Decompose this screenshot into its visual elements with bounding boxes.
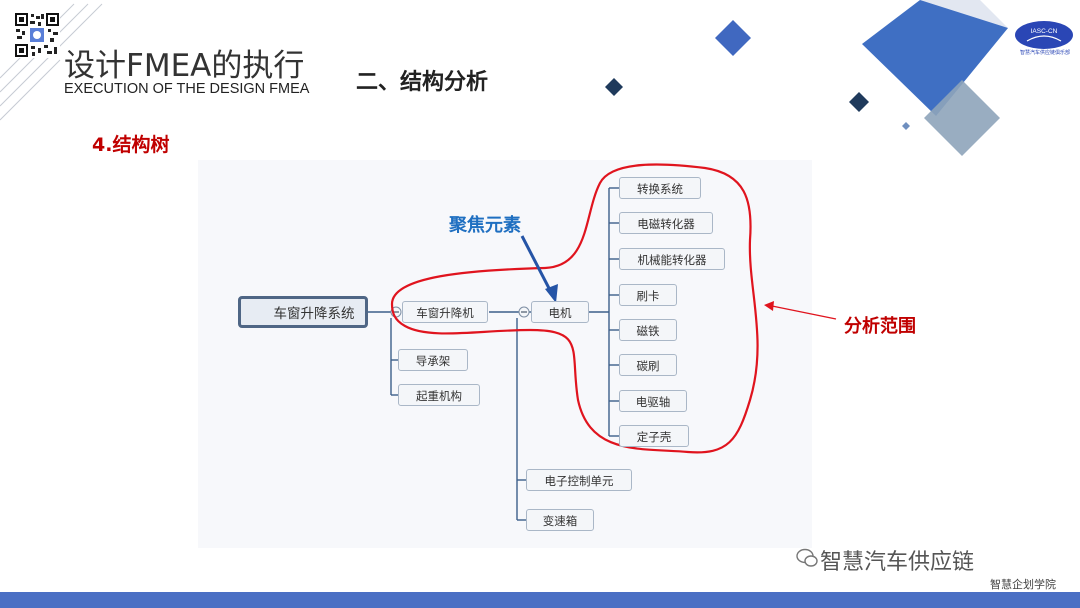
node-electromagnetic-converter: 电磁转化器 xyxy=(619,212,713,234)
qr-code xyxy=(14,12,60,58)
slide-title: 设计FMEA的执行 xyxy=(64,48,305,84)
node-guide-frame: 导承架 xyxy=(398,349,468,371)
node-window-regulator: 车窗升降机 xyxy=(402,301,488,323)
node-motor: 电机 xyxy=(531,301,589,323)
wechat-icon xyxy=(796,548,818,567)
watermark-sub: 智慧企划学院 xyxy=(990,578,1056,591)
root-node: 车窗升降系统 xyxy=(238,296,368,328)
focus-element-label: 聚焦元素 xyxy=(449,215,521,236)
analysis-scope-label: 分析范围 xyxy=(844,316,916,337)
bottom-bar xyxy=(0,592,1080,608)
node-brush-card: 刷卡 xyxy=(619,284,677,306)
watermark-main: 智慧汽车供应链 xyxy=(820,550,975,575)
node-gearbox: 变速箱 xyxy=(526,509,594,531)
section-heading: 二、结构分析 xyxy=(356,70,489,95)
node-stator-housing: 定子壳 xyxy=(619,425,689,447)
slide-subtitle: EXECUTION OF THE DESIGN FMEA xyxy=(64,81,310,97)
node-ecu: 电子控制单元 xyxy=(526,469,632,491)
node-lifting-mechanism: 起重机构 xyxy=(398,384,480,406)
node-magnet: 磁铁 xyxy=(619,319,677,341)
iasc-logo: IASC-CN xyxy=(1015,21,1073,49)
subsection-heading: 4.结构树 xyxy=(92,134,170,156)
node-carbon-brush: 碳刷 xyxy=(619,354,677,376)
logo-label: IASC-CN xyxy=(1031,28,1058,35)
node-mechanical-energy-converter: 机械能转化器 xyxy=(619,248,725,270)
analysis-scope-outline xyxy=(390,163,759,454)
node-conversion-system: 转换系统 xyxy=(619,177,701,199)
logo-caption: 智慧汽车供应链俱乐部 xyxy=(1019,50,1070,56)
node-drive-shaft: 电驱轴 xyxy=(619,390,687,412)
